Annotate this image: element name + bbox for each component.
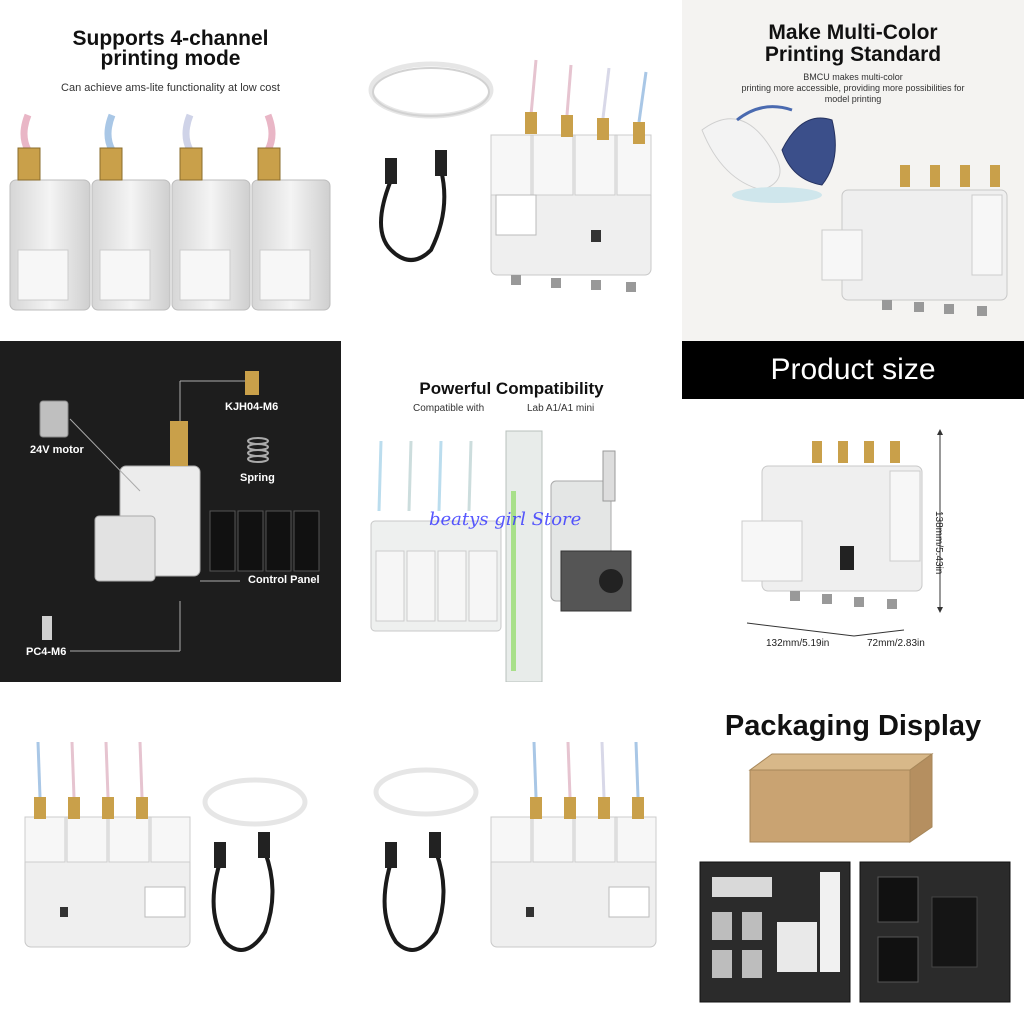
tile-title-line2: printing mode: [100, 47, 241, 70]
tile-compatibility[interactable]: Powerful Compatibility Compatible with L…: [341, 341, 682, 682]
tile-title-line1: Supports 4-channel: [72, 27, 269, 50]
tile-title: Product size: [682, 341, 1024, 399]
label-fitting: KJH04-M6: [225, 401, 279, 413]
product-accessories-illustration: [373, 741, 657, 952]
component-diagram: [39, 371, 320, 652]
printed-model-and-device-illustration: [701, 105, 1008, 316]
compat-right: Lab A1/A1 mini: [527, 403, 595, 414]
store-watermark: beatys girl Store: [429, 509, 582, 530]
tile-title-line2: Printing Standard: [764, 43, 942, 66]
label-spring: Spring: [240, 472, 275, 484]
height-dimension: 138mm/5.43in: [933, 511, 944, 575]
product-accessories-illustration: [368, 59, 652, 292]
tile-product-size[interactable]: Product size 138mm/5.43in 132mm/5.19in 7…: [682, 341, 1024, 682]
tile-desc-line2: printing more accessible, providing more…: [741, 83, 965, 93]
tile-title-line1: Make Multi-Color: [768, 21, 938, 44]
label-pc4: PC4-M6: [26, 646, 67, 658]
tile-packaging-display[interactable]: Packaging Display: [682, 682, 1024, 1024]
dimensioned-device-illustration: [741, 429, 943, 637]
tile-multicolor-standard[interactable]: Make Multi-Color Printing Standard BMCU …: [682, 0, 1024, 341]
tile-four-channel[interactable]: Supports 4-channel printing mode Can ach…: [0, 0, 341, 341]
depth-dimension: 72mm/2.83in: [867, 638, 925, 649]
tile-desc-line3: model printing: [824, 94, 882, 104]
mounted-device-illustration: [370, 430, 632, 682]
width-dimension: 132mm/5.19in: [766, 638, 830, 649]
tile-component-breakdown[interactable]: KJH04-M6 24V motor Spring Control Panel …: [0, 341, 341, 682]
tile-title: Packaging Display: [724, 710, 982, 742]
feeder-closeup-illustration: [9, 113, 331, 311]
packaging-illustration: [699, 753, 1011, 1003]
tile-product-with-accessories[interactable]: [341, 0, 682, 341]
tile-desc-line1: BMCU makes multi-color: [803, 72, 903, 82]
tile-product-with-accessories-3[interactable]: [341, 682, 682, 1024]
label-motor: 24V motor: [30, 444, 84, 456]
tile-title: Powerful Compatibility: [419, 379, 604, 398]
tile-product-with-accessories-2[interactable]: [0, 682, 341, 1024]
compat-left: Compatible with: [413, 403, 485, 414]
product-accessories-illustration: [24, 741, 308, 952]
label-control-panel: Control Panel: [248, 574, 320, 586]
tile-subtitle: Can achieve ams-lite functionality at lo…: [61, 82, 280, 94]
